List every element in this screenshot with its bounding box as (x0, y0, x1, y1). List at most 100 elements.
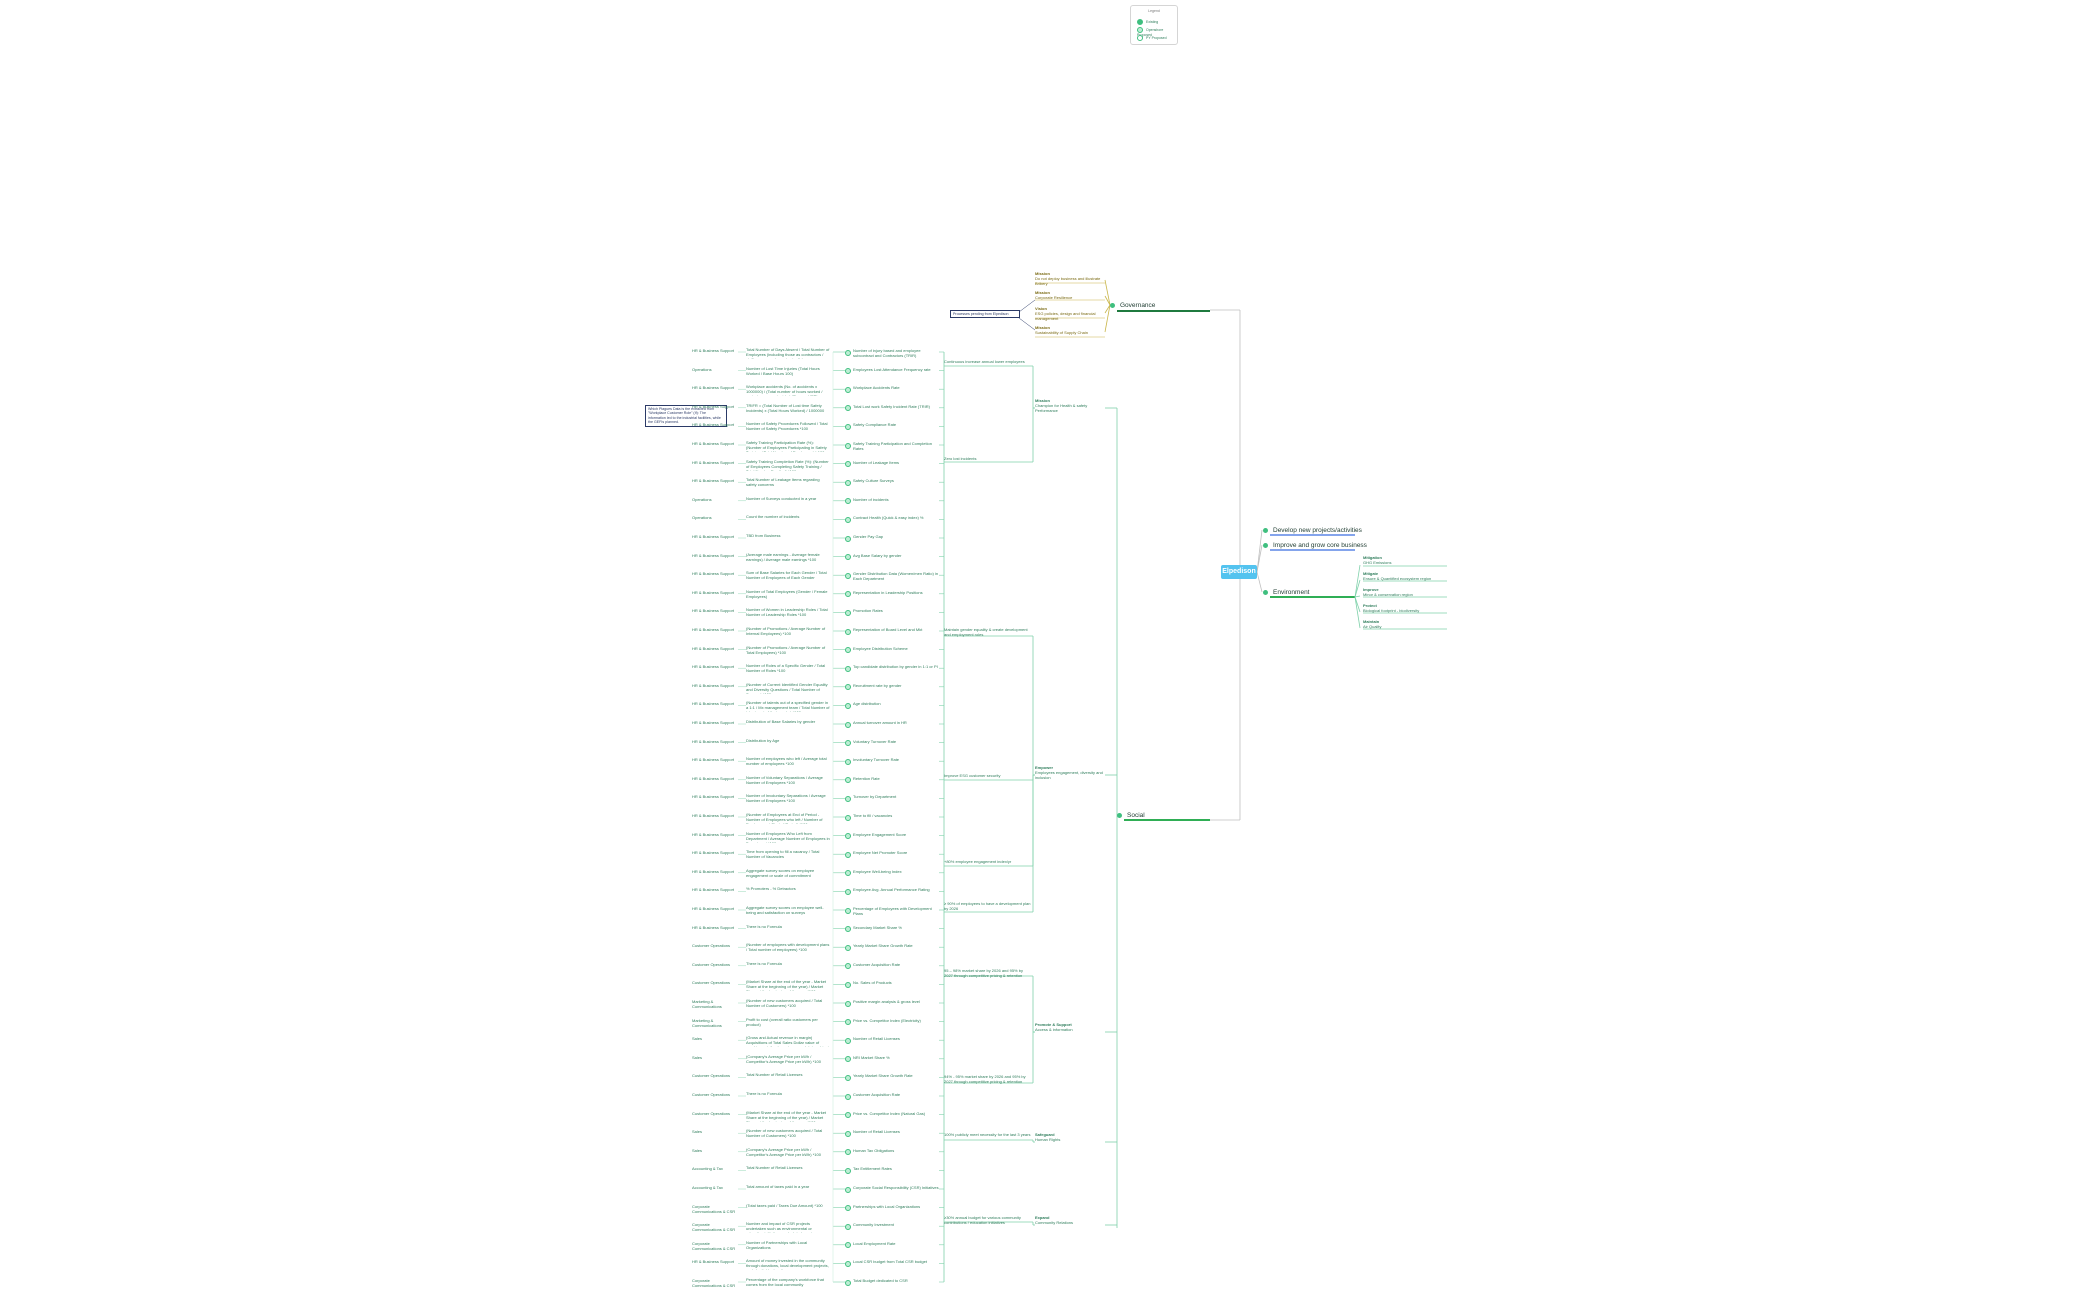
objective[interactable]: Maintain gender equality & create develo… (944, 627, 1028, 637)
kpi-item[interactable]: Yearly Market Share Growth Rate (853, 943, 913, 949)
objective[interactable]: 94% - 95% market share by 2026 and 95% b… (944, 1074, 1026, 1084)
kpi-item[interactable]: Customer Acquisition Rate (853, 961, 901, 967)
kpi-item[interactable]: Number of Leakage Items (853, 459, 900, 465)
kpi-status-icon (845, 870, 851, 877)
kpi-item[interactable]: Age distribution (853, 701, 881, 707)
kpi-item[interactable]: Employee Distribution Scheme (853, 645, 908, 651)
kpi-item[interactable]: Employee Avg. Annual Performance Rating (853, 887, 930, 893)
objective[interactable]: ≥ 90% of employees to have a development… (944, 901, 1031, 911)
kpi-item[interactable]: Safety Culture Surveys (853, 478, 894, 484)
kpi-item[interactable]: Promotion Rates (853, 608, 883, 614)
kpi-item[interactable]: Total Lost work Safety Incident Rate (TR… (853, 403, 930, 409)
kpi-item[interactable]: Number of Retail Licenses (853, 1036, 900, 1042)
branch-improve[interactable]: Improve and grow core business (1273, 542, 1367, 549)
kpi-item[interactable]: Local CSR budget from Total CSR budget (853, 1259, 927, 1265)
kpi-item[interactable]: Price vs. Competitor Index (Electricity) (853, 1017, 921, 1023)
objective[interactable]: Continuous increase annual lower employe… (944, 359, 1025, 364)
kpi-item[interactable]: Local Employment Rate (853, 1240, 896, 1246)
kpi-item[interactable]: Representation of Board Level and Mkt (853, 627, 923, 632)
kpi-item[interactable]: Recruitment rate by gender (853, 682, 902, 688)
kpi-formula: Total Number of Retail Licenses (746, 1072, 803, 1078)
kpi-owner: HR & Business Support (692, 441, 735, 446)
kpi-formula: Amount of money invested in the communit… (746, 1258, 829, 1270)
kpi-item[interactable]: Percentage of Employees with Development… (853, 906, 932, 916)
kpi-item[interactable]: Avg Base Salary by gender (853, 552, 902, 558)
kpi-item[interactable]: Representation in Leadership Positions (853, 589, 923, 595)
kpi-item[interactable]: Corporate Social Responsibility (CSR) In… (853, 1185, 939, 1190)
kpi-item[interactable]: Top candidate distribution by gender in … (853, 664, 938, 670)
kpi-item[interactable]: Workplace Accidents Rate (853, 385, 900, 391)
kpi-item[interactable]: Secondary Market Share % (853, 924, 902, 930)
kpi-owner: Sales (692, 1129, 703, 1135)
objective[interactable]: 100% publicly meet necessity for the las… (944, 1132, 1031, 1137)
branch-environment[interactable]: Environment (1273, 589, 1310, 596)
kpi-item[interactable]: Turnover by Department (853, 794, 897, 800)
branch-social[interactable]: Social (1127, 812, 1145, 819)
kpi-owner: HR & Business Support (692, 403, 735, 409)
kpi-status-icon (845, 442, 851, 449)
kpi-formula: Number of employees who left / Average t… (746, 756, 827, 767)
kpi-item[interactable]: NRI Market Share % (853, 1054, 890, 1060)
legend-item-py: PY Proposed (1137, 35, 1167, 41)
objective[interactable]: +80% employee engagement index/yr (944, 859, 1012, 864)
kpi-item[interactable]: Annual turnover amount in HR (853, 720, 907, 725)
kpi-item[interactable]: Voluntary Turnover Rate (853, 738, 897, 744)
root-node[interactable]: Elpedison (1221, 565, 1257, 579)
kpi-item[interactable]: Time to fill / vacancies (853, 813, 893, 818)
objective[interactable]: ≥30% annual budget for various community… (944, 1215, 1021, 1225)
branch-governance[interactable]: Governance (1120, 302, 1156, 309)
kpi-item[interactable]: Human Tax Obligations (853, 1147, 895, 1153)
kpi-item[interactable]: Gender Pay Gap (853, 534, 884, 539)
kpi-item[interactable]: Customer Acquisition Rate (853, 1092, 901, 1097)
kpi-status-icon (845, 1223, 851, 1230)
kpi-owner: HR & Business Support (692, 757, 735, 763)
connector (1256, 544, 1263, 573)
kpi-item[interactable]: Contract Health (Quick & easy index) % (853, 515, 924, 521)
kpi-owner: Corporate Communications & CSR (692, 1278, 736, 1288)
kpi-item[interactable]: Number of incidents (853, 496, 889, 502)
objective[interactable]: Zero lost incidents (944, 456, 977, 461)
branch-develop[interactable]: Develop new projects/activities (1273, 527, 1362, 534)
kpi-item[interactable]: Positive margin analysis & gross level (853, 999, 920, 1004)
kpi-item[interactable]: Partnerships with Local Organizations (853, 1203, 921, 1209)
kpi-item[interactable]: Employees Lost Attendance Frequency rate (853, 366, 931, 372)
kpi-item[interactable]: Price vs. Competitor Index (Natural Gas) (853, 1110, 926, 1116)
kpi-formula: (Number of Employees at End of Period - … (746, 812, 823, 824)
objective[interactable]: 95 – 98% market share by 2026 and 95% by… (944, 968, 1023, 978)
kpi-item[interactable]: Tax Entitlement Rates (853, 1166, 892, 1172)
connector (1104, 304, 1111, 314)
kpi-formula: (Company's Average Price per kWh / Compe… (746, 1053, 821, 1064)
kpi-item[interactable]: Retention Rate (853, 775, 880, 781)
kpi-item[interactable]: Safety Training Participation and Comple… (853, 441, 932, 451)
kpi-item[interactable]: Number of Retail Licenses (853, 1129, 900, 1135)
kpi-item[interactable]: Gender Distribution Data (Women/men Rati… (853, 571, 939, 582)
kpi-item[interactable]: Number of injury based and employee subc… (853, 348, 921, 358)
kpi-item[interactable]: Employee Well-being Index (853, 868, 902, 874)
kpi-item[interactable]: Employee Net Promoter Score (853, 850, 908, 856)
kpi-item[interactable]: No. Sales of Products (853, 980, 892, 986)
objective[interactable]: Improve ESG customer security (944, 773, 1001, 778)
kpi-item[interactable]: Employee Engagement Score (853, 831, 907, 837)
kpi-item[interactable]: Yearly Market Share Growth Rate (853, 1073, 913, 1079)
kpi-item[interactable]: Total Budget dedicated to CSR (853, 1278, 908, 1283)
kpi-item[interactable]: Community Investment (853, 1222, 894, 1228)
kpi-formula: Number and impact of CSR projects undert… (746, 1221, 815, 1233)
kpi-owner: Accounting & Tax (692, 1185, 723, 1190)
kpi-item[interactable]: Involuntary Turnover Rate (853, 757, 900, 763)
kpi-status-icon (845, 609, 851, 616)
kpi-item[interactable]: Safety Compliance Rate (853, 422, 897, 428)
